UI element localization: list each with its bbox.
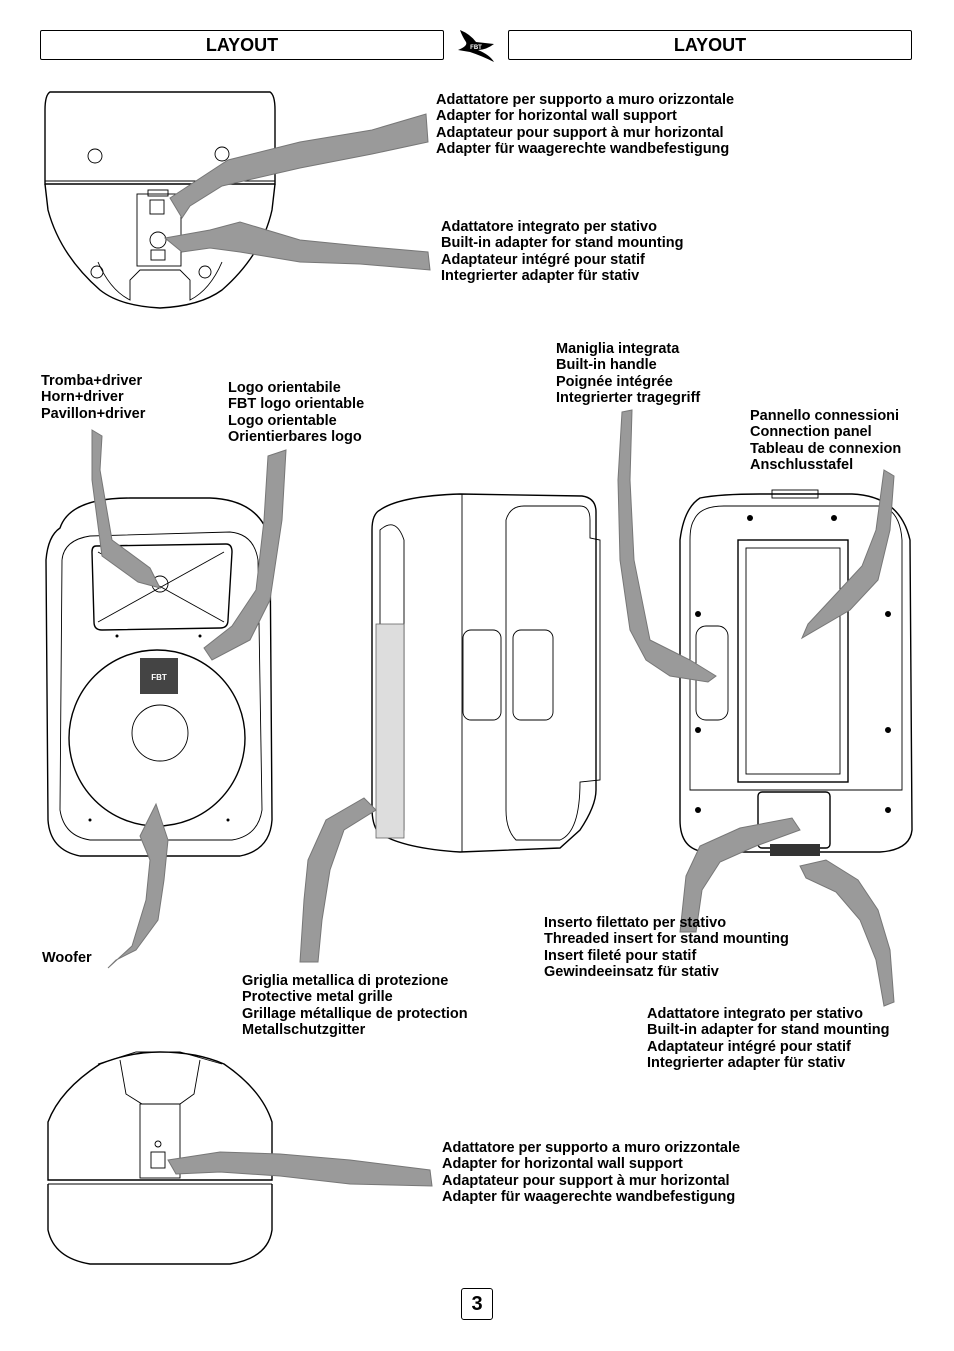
fbt-logo-icon: FBT xyxy=(458,30,494,62)
header-left-box: LAYOUT xyxy=(40,30,444,60)
arrow-connection-panel xyxy=(800,469,895,640)
arrow-woofer xyxy=(107,802,169,969)
rear-speaker-view xyxy=(679,489,913,856)
arrow-horn-driver xyxy=(91,429,161,589)
svg-text:FBT: FBT xyxy=(151,673,167,682)
top-speaker-view xyxy=(44,91,276,309)
header-right-box: LAYOUT xyxy=(508,30,912,60)
arrow-metal-grille xyxy=(299,797,377,963)
label-wall-adapter-bottom: Adattatore per supporto a muro orizzonta… xyxy=(442,1140,741,1205)
bottom-speaker-view xyxy=(47,1051,273,1265)
label-stand-adapter-top: Adattatore integrato per stativo Built-i… xyxy=(441,219,684,284)
label-threaded-insert: Inserto filettato per stativo Threaded i… xyxy=(544,915,789,980)
label-handle: Maniglia integrata Built-in handle Poign… xyxy=(556,341,701,406)
svg-text:FBT: FBT xyxy=(470,45,482,51)
label-connection-panel: Pannello connessioni Connection panel Ta… xyxy=(750,408,902,473)
header-left-title: LAYOUT xyxy=(205,34,279,55)
front-speaker-view: FBT xyxy=(45,497,273,857)
arrow-logo xyxy=(203,449,287,661)
arrow-wall-adapter-top xyxy=(169,113,429,219)
page-number-box: 3 xyxy=(461,1288,493,1320)
arrow-wall-adapter-bottom xyxy=(167,1151,433,1187)
label-stand-adapter-bottom: Adattatore integrato per stativo Built-i… xyxy=(647,1006,890,1071)
arrow-handle xyxy=(617,409,717,683)
label-metal-grille: Griglia metallica di protezione Protecti… xyxy=(242,973,468,1038)
arrow-stand-adapter-top xyxy=(163,221,431,271)
header-right-title: LAYOUT xyxy=(673,34,747,55)
arrow-threaded-insert xyxy=(679,817,801,933)
label-woofer: Woofer xyxy=(42,950,92,966)
label-horn-driver: Tromba+driver Horn+driver Pavillon+drive… xyxy=(41,373,146,422)
label-logo-orientable: Logo orientabile FBT logo orientable Log… xyxy=(228,380,365,445)
page-number: 3 xyxy=(471,1292,483,1315)
side-speaker-view xyxy=(371,493,601,853)
label-wall-adapter-top: Adattatore per supporto a muro orizzonta… xyxy=(436,92,735,157)
arrow-stand-adapter-rear xyxy=(799,859,895,1007)
